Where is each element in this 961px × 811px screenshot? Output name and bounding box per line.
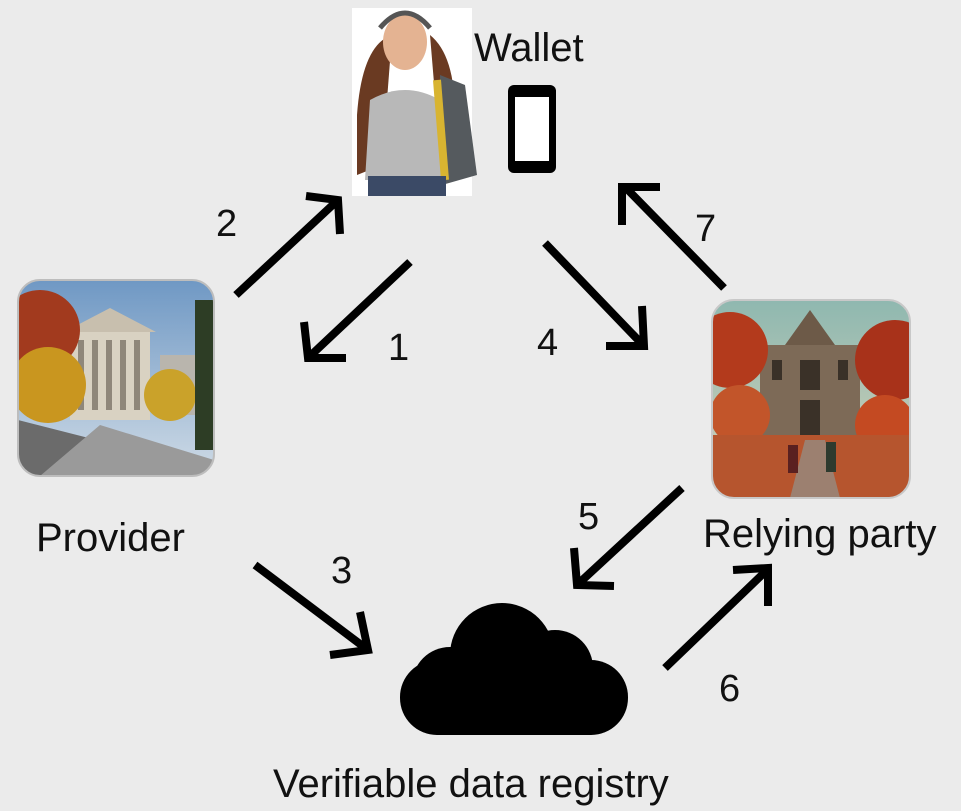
arrow-1-number: 2 [216,203,238,245]
arrow-6 [662,563,772,671]
arrow-5 [570,485,685,590]
arrow-4 [542,240,649,350]
cloud-icon [400,603,628,735]
arrow-6-number: 7 [695,208,717,250]
provider-image [18,280,214,476]
relying-party-image [712,300,910,498]
wallet-label: Wallet [474,26,584,70]
wallet-person-image [352,8,477,196]
arrow-7 [618,183,727,291]
arrow-0-number: 1 [388,327,410,369]
phone-icon [508,85,556,173]
arrow-2 [233,192,344,298]
arrow-4-number: 5 [578,496,600,538]
arrow-1 [300,259,413,362]
relying-party-label: Relying party [703,512,937,556]
arrow-5-number: 6 [719,668,741,710]
arrow-2-number: 3 [331,550,353,592]
arrow-3-number: 4 [537,322,559,364]
registry-label: Verifiable data registry [273,762,669,806]
arrow-3 [252,561,373,659]
provider-label: Provider [36,516,185,560]
